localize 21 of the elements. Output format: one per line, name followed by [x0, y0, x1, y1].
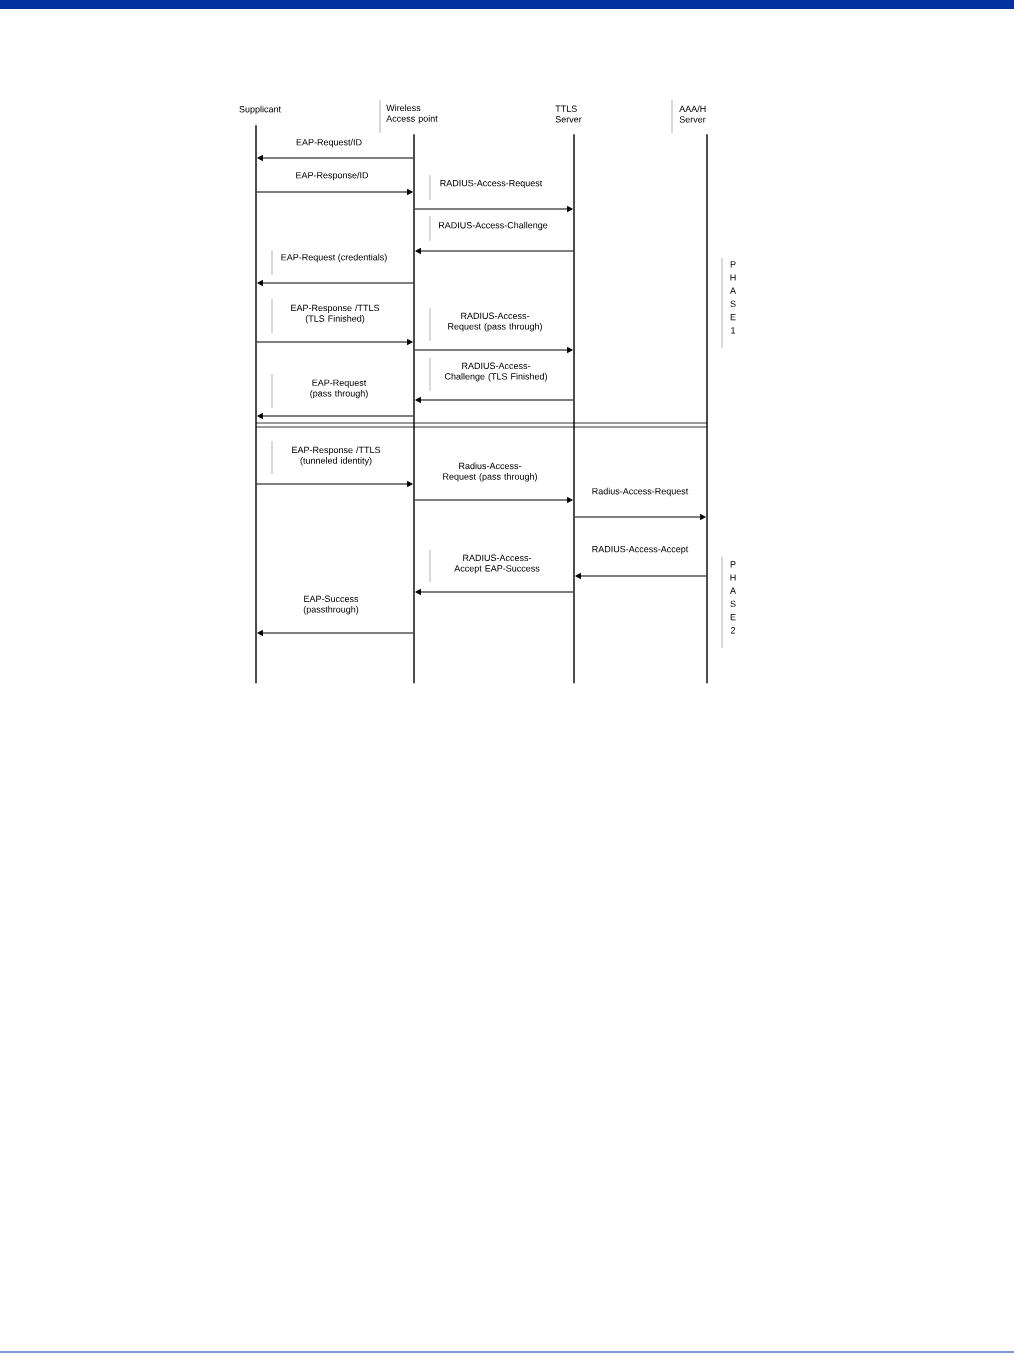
- edge-label: EAP-Response /TTLS (tunneled identity): [292, 446, 381, 466]
- edge-label: EAP-Response /TTLS (TLS Finished): [291, 304, 380, 324]
- edge-label: Radius-Access-Request (pass through): [443, 462, 537, 482]
- participant-label: AAA/H Server: [679, 105, 706, 123]
- edge-label: RADIUS-Access-Request: [440, 179, 543, 189]
- edge-label: EAP-Request (credentials): [281, 253, 387, 263]
- participant-label: Supplicant: [239, 105, 281, 115]
- edge-label: EAP-Response/ID: [296, 171, 369, 181]
- edge-label: RADIUS-Access-Accept EAP-Success: [454, 554, 540, 574]
- edge-label: EAP-Success (passthrough): [303, 595, 359, 615]
- edge-label: RADIUS-Access-Accept: [592, 545, 689, 555]
- phase-label: PHASE 2: [730, 561, 736, 634]
- edge-label: EAP-Request/ID: [296, 138, 362, 148]
- edge-label: RADIUS-Access-Challenge (TLS Finished): [444, 362, 547, 382]
- participant-label: Wireless Access point: [386, 104, 438, 124]
- phase-label: PHASE 1: [730, 261, 736, 334]
- edge-label: RADIUS-Access-Challenge: [438, 221, 548, 231]
- edge-label: RADIUS-Access-Request (pass through): [448, 312, 542, 332]
- edge-label: EAP-Request (pass through): [310, 379, 368, 399]
- participant-label: TTLS Server: [555, 105, 582, 123]
- edge-label: Radius-Access-Request: [592, 487, 689, 497]
